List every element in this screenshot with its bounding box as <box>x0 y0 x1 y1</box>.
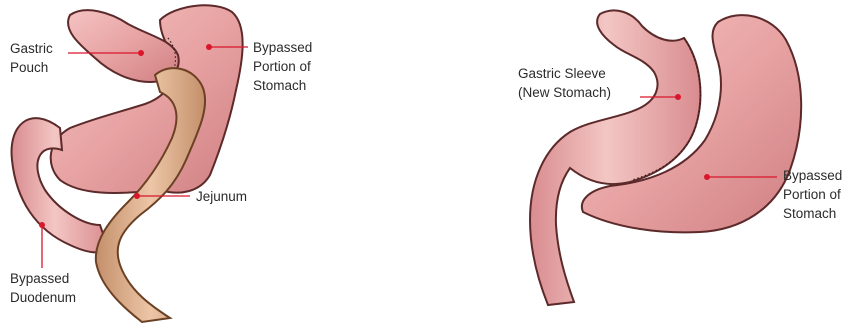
bypassed-stomach-left-line3: Stomach <box>253 78 306 93</box>
bypassed-duodenum-line1: Bypassed <box>10 271 69 286</box>
bypassed-stomach-right-line2: Portion of <box>783 187 841 202</box>
gastric-pouch-label-line1: Gastric <box>10 41 53 56</box>
bypassed-duodenum-line2: Duodenum <box>10 290 76 305</box>
jejunum-label: Jejunum <box>196 189 247 204</box>
gastric-sleeve-line2: (New Stomach) <box>518 85 611 100</box>
bypassed-stomach-right-line1: Bypassed <box>783 168 842 183</box>
gastric-sleeve-line1: Gastric Sleeve <box>518 66 606 81</box>
gastric-sleeve-shape <box>530 10 700 305</box>
gastric-pouch-label-line2: Pouch <box>10 60 48 75</box>
bypassed-stomach-left-line2: Portion of <box>253 59 311 74</box>
gastric-sleeve-illustration <box>530 10 801 305</box>
bypassed-stomach-right-line3: Stomach <box>783 206 836 221</box>
bypassed-stomach-left-line1: Bypassed <box>253 40 312 55</box>
